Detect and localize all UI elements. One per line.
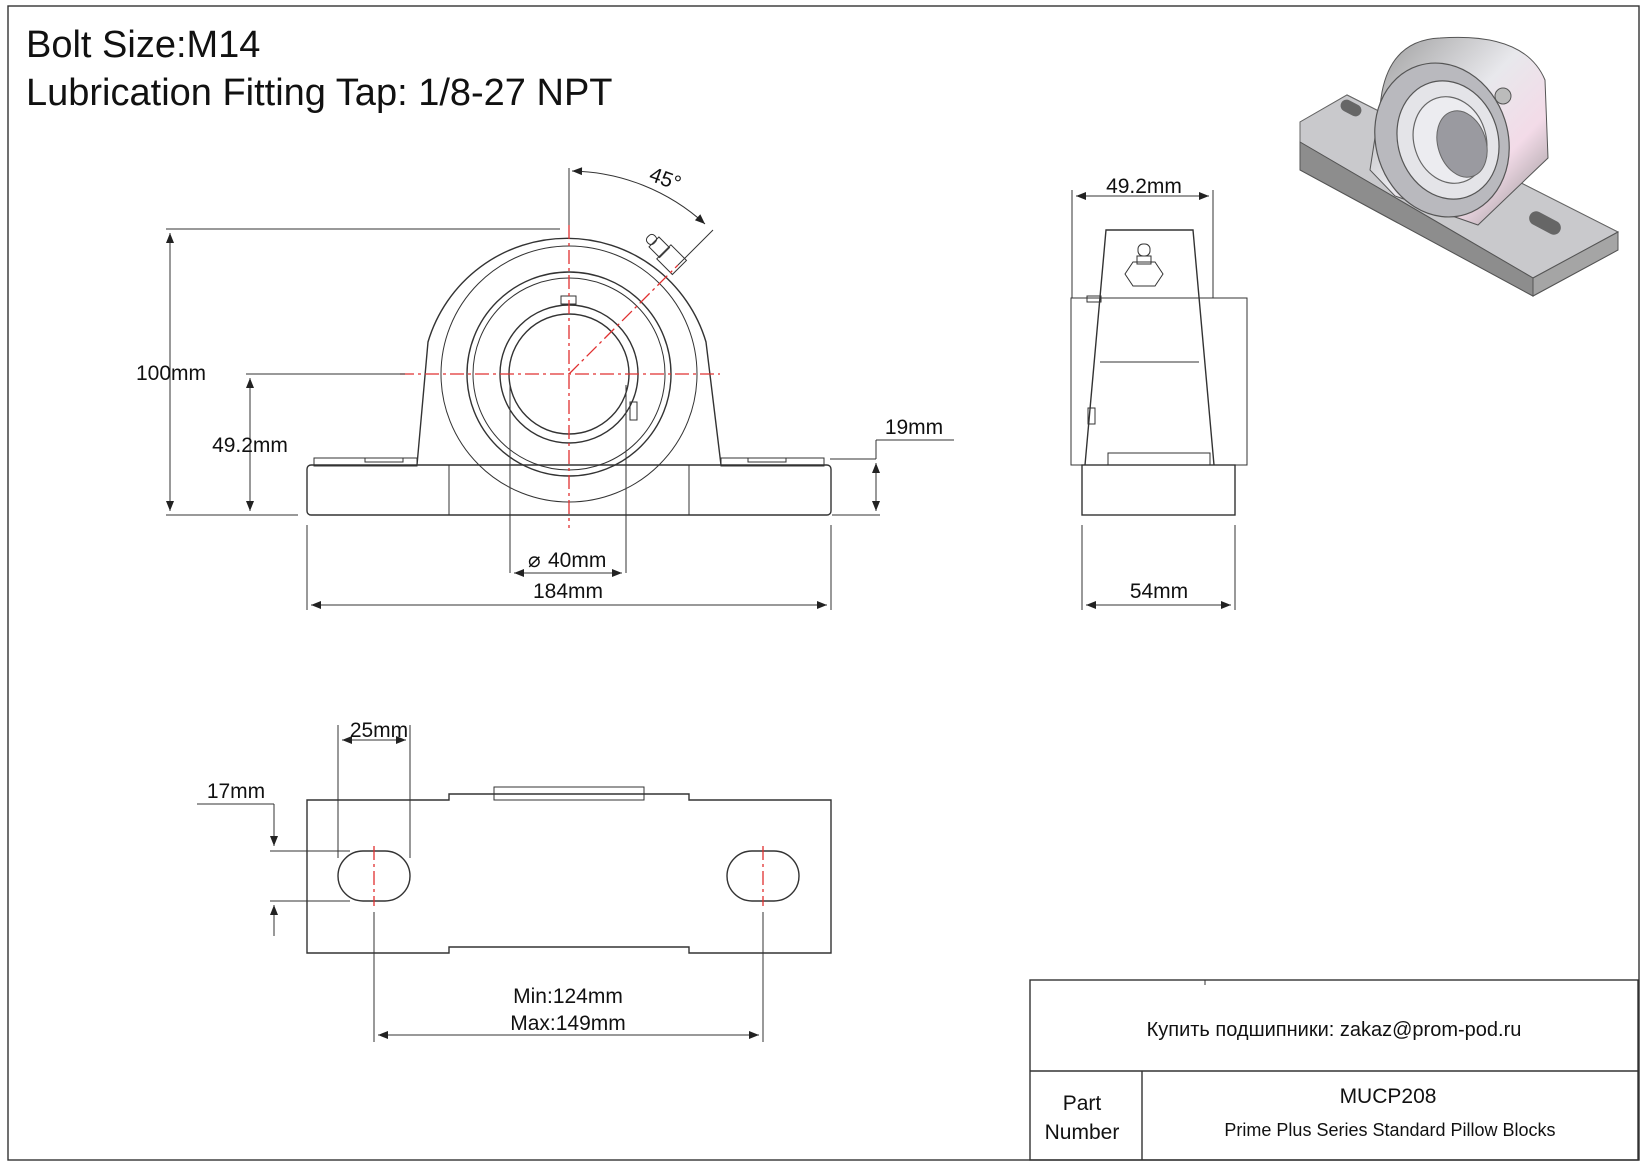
part-description: Prime Plus Series Standard Pillow Blocks [1224, 1120, 1555, 1140]
front-housing [416, 237, 722, 466]
side-view [1070, 229, 1248, 516]
part-label-2: Number [1045, 1121, 1120, 1144]
front-view [306, 225, 832, 573]
front-base [306, 464, 832, 516]
angle-label: 45° [646, 163, 684, 195]
bore-symbol: ⌀ [528, 549, 541, 572]
grease-fitting [645, 233, 688, 276]
side-width-base-label: 54mm [1130, 580, 1188, 603]
lube-fitting-heading: Lubrication Fitting Tap: 1/8-27 NPT [26, 72, 613, 114]
bolt-spacing-min-label: Min:124mm [513, 985, 623, 1008]
sheet-border [7, 5, 1640, 1161]
length-label: 184mm [533, 580, 603, 603]
isometric-render [1299, 36, 1620, 297]
bore-label: 40mm [548, 549, 606, 572]
height-total-label: 100mm [136, 362, 206, 385]
side-dimensions: 49.2mm 54mm [1071, 175, 1236, 610]
part-number: MUCP208 [1340, 1085, 1437, 1108]
title-block: Купить подшипники: zakaz@prom-pod.ru Par… [1029, 979, 1639, 1161]
part-label-1: Part [1063, 1092, 1102, 1115]
top-view [306, 786, 832, 954]
base-thickness-label: 19mm [885, 416, 943, 439]
buy-text: Купить подшипники: zakaz@prom-pod.ru [1147, 1019, 1522, 1041]
top-dimensions: 25mm 17mm Min:124mm Max:149mm [197, 719, 764, 1042]
bolt-spacing-max-label: Max:149mm [510, 1012, 626, 1035]
front-dimensions: 45° 100mm 49.2mm 19mm ⌀ 40mm [136, 163, 954, 610]
slot-length-label: 25mm [350, 719, 408, 742]
center-height-label: 49.2mm [212, 434, 288, 457]
side-width-top-label: 49.2mm [1106, 175, 1182, 198]
slot-width-label: 17mm [207, 780, 265, 803]
bolt-size-heading: Bolt Size:M14 [26, 24, 261, 66]
